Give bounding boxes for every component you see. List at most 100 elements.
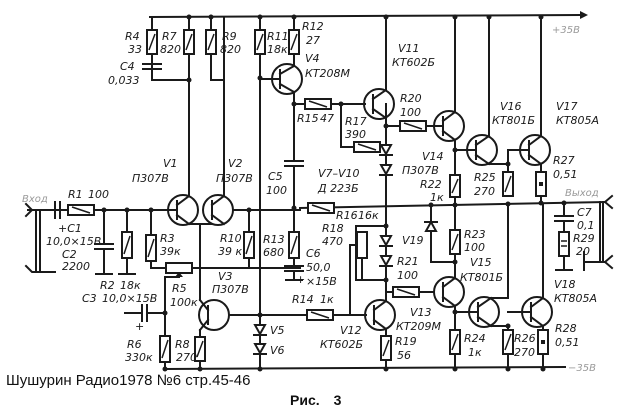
resistor-R8: R8 270 <box>175 329 206 370</box>
R17-value: 390 <box>345 128 366 141</box>
V7-V10-ref: V7–V10 <box>318 167 360 180</box>
R13-value: 680 <box>263 246 284 259</box>
V6-ref: V6 <box>270 344 285 357</box>
R19-ref: R19 <box>395 335 417 348</box>
R9-ref: R9 <box>222 30 237 43</box>
V7-V10-type: Д 223Б <box>317 182 359 195</box>
C3-value: 10,0×15В <box>102 292 157 305</box>
resistor-R9: R9 820 <box>205 14 241 81</box>
resistor-R20: R20 100 <box>383 92 435 132</box>
R28-ref: R28 <box>555 322 577 335</box>
resistor-R25: R25 270 <box>474 161 514 207</box>
R6-value: 330к <box>125 351 153 364</box>
resistor-R2: R2 18к <box>100 207 141 292</box>
R12-value: 27 <box>306 34 320 47</box>
capacitor-C1: +C1 10,0×15В <box>46 201 101 248</box>
V18-ref: V18 <box>554 278 576 291</box>
R23-value: 100 <box>464 241 485 254</box>
V2-type: П307В <box>216 172 253 185</box>
C4-value: 0,033 <box>108 74 140 87</box>
resistor-R17: R17 390 <box>340 103 381 153</box>
R14-ref: R14 <box>292 293 314 306</box>
transistor-V2: V2 П307В <box>199 16 301 301</box>
V15-ref: V15 <box>470 256 492 269</box>
R23-ref: R23 <box>464 228 486 241</box>
R4-value: 33 <box>128 43 142 56</box>
source-caption: Шушурин Радио1978 №6 стр.45-46 <box>6 372 251 389</box>
capacitor-C2: C2 2200 <box>62 207 114 275</box>
output-terminal: Выход <box>565 188 614 271</box>
resistor-R28: R28 0,51 <box>537 322 580 370</box>
R5-ref: R5 <box>172 282 187 295</box>
V5-ref: V5 <box>270 324 285 337</box>
V17-ref: V17 <box>556 100 578 113</box>
resistor-R3: R3 39к <box>145 207 181 269</box>
V12-ref: V12 <box>340 324 362 337</box>
resistor-R23: R23 100 <box>449 202 486 273</box>
C4-ref: C4 <box>120 60 135 73</box>
resistor-R24: R24 1к <box>449 309 486 370</box>
R11-ref: R11 <box>267 30 289 43</box>
R24-value: 1к <box>468 346 482 359</box>
R28-value: 0,51 <box>555 336 580 349</box>
R9-value: 820 <box>220 43 241 56</box>
R27-ref: R27 <box>553 154 575 167</box>
diode-V19: V19 <box>402 202 456 263</box>
input-label: Вход <box>22 194 48 205</box>
V11-ref: V11 <box>398 42 420 55</box>
resistor-R13: R13 680 <box>263 231 300 266</box>
R10-value: 39 к <box>218 245 242 258</box>
input-terminal: Вход <box>22 194 56 273</box>
R2-ref: R2 <box>100 279 115 292</box>
plus-sign: + <box>135 320 144 333</box>
V14-ref: V14 <box>422 150 444 163</box>
C2-value: 2200 <box>62 260 90 273</box>
R27-value: 0,51 <box>553 168 578 181</box>
V4-type: КТ208М <box>305 67 351 80</box>
C7-ref: C7 <box>577 206 592 219</box>
V13-ref: V13 <box>410 306 432 319</box>
resistor-R19: R19 56 <box>380 335 417 370</box>
R3-ref: R3 <box>160 232 175 245</box>
V11-type: КТ602Б <box>392 56 435 69</box>
transistor-V11: V11 КТ602Б <box>363 14 435 127</box>
R18-value: 470 <box>322 235 343 248</box>
R18-ref: R18 <box>322 222 344 235</box>
transistor-V12: V12 КТ602Б <box>320 279 396 351</box>
R8-ref: R8 <box>175 338 190 351</box>
R22-ref: R22 <box>420 178 442 191</box>
positive-rail <box>148 13 582 19</box>
V2-ref: V2 <box>228 157 243 170</box>
R11-value: 18к <box>267 43 288 56</box>
resistor-R4: R4 33 <box>125 16 190 81</box>
transistor-V3: V3 П307В <box>198 270 263 332</box>
plus-sign: + <box>296 273 305 286</box>
R21-ref: R21 <box>397 255 419 268</box>
R24-ref: R24 <box>464 332 486 345</box>
resistor-R1: R1 100 <box>67 188 109 216</box>
figure-label: Рис.3 <box>290 392 341 408</box>
R12-ref: R12 <box>302 20 324 33</box>
C6-ref: C6 <box>306 247 321 260</box>
transistor-V15: V15 КТ801Б <box>454 204 509 328</box>
resistor-R29: R29 20 <box>555 231 595 271</box>
R10-ref: R10 <box>220 232 242 245</box>
V17-type: КТ805А <box>556 114 599 127</box>
negative-rail <box>163 365 567 371</box>
output-label: Выход <box>565 188 599 199</box>
resistor-R7: R7 820 <box>160 14 195 83</box>
C6-rating: ×15В <box>306 275 337 288</box>
V15-type: КТ801Б <box>460 271 503 284</box>
R20-value: 100 <box>400 106 421 119</box>
transistor-V18: V18 КТ805А <box>507 204 597 331</box>
R16-value: 16к <box>358 209 379 222</box>
transistor-V14: V14 П307В <box>402 14 465 177</box>
potentiometer-R5: R5 100к <box>162 262 301 370</box>
R1-ref: R1 <box>68 188 83 201</box>
R5-value: 100к <box>170 296 198 309</box>
transistor-V13: V13 КТ209М <box>396 271 465 333</box>
V3-ref: V3 <box>218 270 233 283</box>
diode-V6: V6 <box>253 343 285 372</box>
figure-prefix: Рис. <box>290 392 320 408</box>
